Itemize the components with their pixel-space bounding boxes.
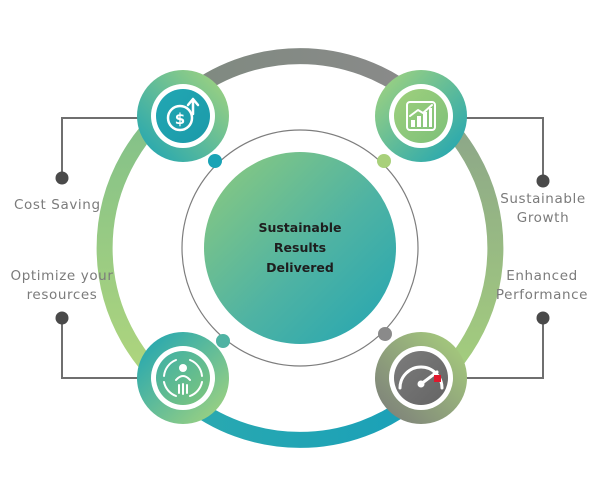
connector-dots [55, 171, 550, 325]
label-sustainable-growth: Sustainable Growth [493, 190, 593, 228]
bubble-top-right [375, 70, 467, 162]
label-optimize-resources-line-1: Optimize your [10, 268, 114, 284]
connector-dot-top-left [55, 171, 69, 185]
dollar-growth-icon: $ [166, 97, 200, 132]
ring-segment-bottom [179, 392, 421, 448]
connector-dot-bottom-right [536, 311, 550, 325]
growth-chart-icon [406, 101, 436, 131]
bubble-top-left: $ [137, 70, 229, 162]
center-title: Sustainable Results Delivered [225, 218, 375, 278]
inner-dot-bottom-right [378, 327, 392, 341]
label-optimize-resources-line-2: resources [26, 287, 98, 303]
connector-dot-top-right [536, 174, 550, 188]
inner-thin-ring [181, 129, 419, 367]
connector-bottom-left [61, 318, 140, 379]
ring-segment-top [179, 48, 421, 104]
label-sustainable-growth-line-1: Sustainable [500, 191, 586, 207]
center-title-line-3: Delivered [266, 260, 334, 275]
center-title-line-2: Results [273, 240, 327, 255]
bubble-bottom-left [137, 332, 229, 424]
label-enhanced-performance: Enhanced Performance [486, 267, 598, 305]
bubble-bottom-right [375, 332, 467, 424]
center-circle [204, 152, 396, 344]
label-optimize-resources: Optimize your resources [6, 267, 118, 305]
label-enhanced-performance-line-2: Performance [495, 287, 589, 303]
connector-bottom-right [460, 318, 544, 379]
svg-text:$: $ [175, 110, 185, 128]
label-cost-saving-line-1: Cost Saving [14, 197, 101, 213]
connector-top-left [61, 117, 140, 178]
speedometer-icon [398, 365, 444, 390]
center-title-line-1: Sustainable [258, 220, 342, 235]
connector-dot-bottom-left [55, 311, 69, 325]
resource-cycle-icon [163, 359, 203, 397]
label-enhanced-performance-line-1: Enhanced [506, 268, 578, 284]
connector-lines [61, 117, 544, 379]
connector-top-right [460, 117, 544, 180]
inner-dot-bottom-left [216, 334, 230, 348]
label-sustainable-growth-line-2: Growth [516, 210, 570, 226]
inner-dot-top-right [377, 154, 391, 168]
label-cost-saving: Cost Saving [14, 196, 101, 215]
inner-dot-top-left [208, 154, 222, 168]
